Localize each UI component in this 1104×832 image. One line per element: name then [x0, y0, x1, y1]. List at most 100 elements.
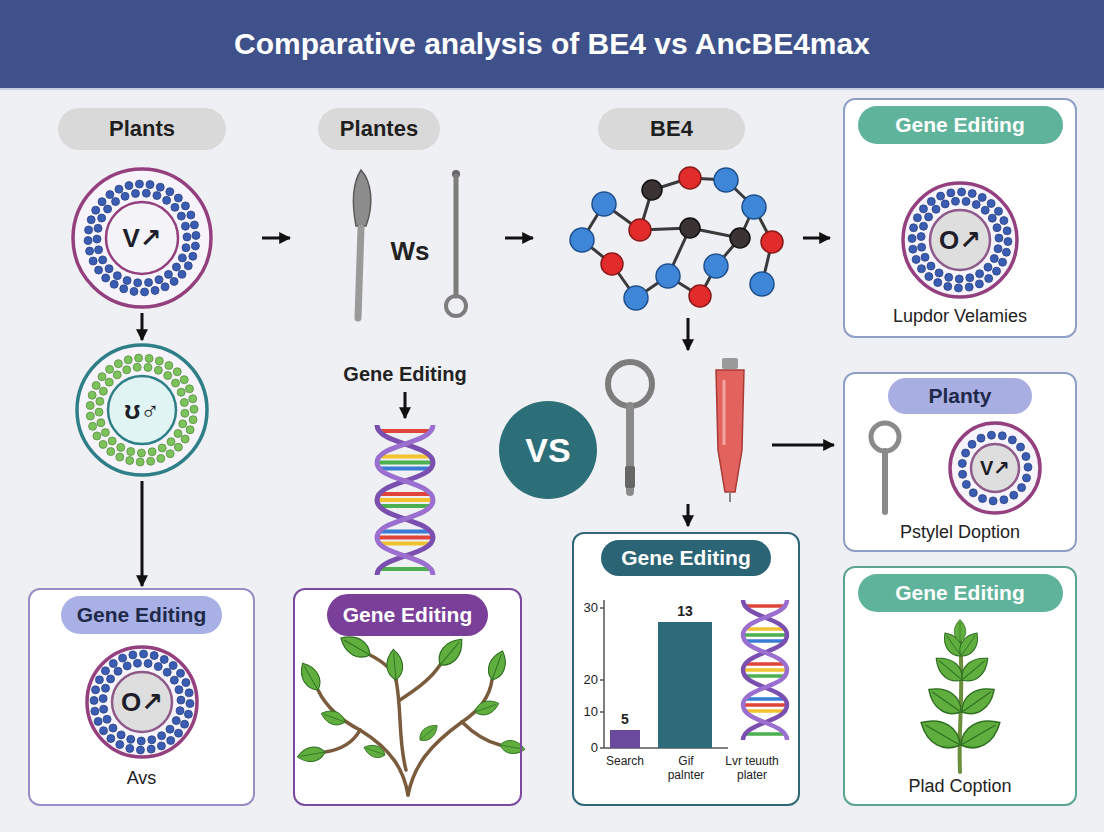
organelle-dot — [182, 244, 190, 252]
organelle-dot — [116, 741, 124, 749]
organelle-dot — [90, 696, 98, 704]
organelle-dot — [1008, 436, 1016, 444]
organelle-dot — [1022, 474, 1030, 482]
organelle-dot — [941, 200, 949, 208]
organelle-dot — [945, 273, 953, 281]
organelle-dot — [99, 387, 107, 395]
vs-label: VS — [525, 431, 570, 470]
panel-heading: Gene Editing — [858, 574, 1063, 612]
axis-tick: 0 — [591, 740, 598, 756]
gnarled-plant — [386, 649, 404, 681]
bar-chart — [603, 600, 605, 748]
organelle-dot — [135, 354, 143, 362]
organelle-dot — [920, 222, 928, 230]
flow-arrow — [141, 481, 144, 586]
title-band — [0, 0, 1104, 88]
dna-helix — [381, 455, 429, 459]
organelle-dot — [947, 189, 955, 197]
organelle-dot — [119, 654, 127, 662]
organelle-dot — [95, 676, 103, 684]
dna-helix — [377, 498, 433, 502]
molecule-model — [656, 264, 680, 288]
dna-helix — [381, 492, 429, 496]
bar-chart — [600, 608, 604, 748]
organelle-dot — [189, 252, 197, 260]
bar-chart — [600, 679, 604, 681]
organelle-dot — [910, 224, 918, 232]
organelle-dot — [89, 257, 97, 265]
dna-helix — [746, 732, 784, 736]
organelle-dot — [985, 274, 993, 282]
planty-probe — [871, 423, 899, 512]
organelle-dot — [918, 243, 926, 251]
organelle-dot — [120, 285, 128, 293]
organelle-dot — [185, 385, 193, 393]
organelle-dot — [93, 432, 101, 440]
bar-value: 5 — [621, 711, 629, 728]
organelle-dot — [87, 216, 95, 224]
organelle-dot — [84, 237, 92, 245]
organelle-dot — [174, 443, 182, 451]
organelle-dot — [156, 183, 164, 191]
panel-heading: Gene Editing — [61, 596, 223, 634]
organelle-dot — [136, 458, 144, 466]
cell-symbol: O↗ — [121, 687, 163, 718]
organelle-dot — [137, 737, 145, 745]
cell-membrane — [87, 647, 197, 757]
organelle-dot — [145, 354, 153, 362]
organelle-dot — [172, 379, 180, 387]
organelle-dot — [101, 667, 109, 675]
organelle-dot — [192, 231, 200, 239]
molecule-model — [689, 285, 711, 307]
molecule-model — [601, 253, 623, 275]
panel-ground — [843, 566, 1077, 806]
organelle-dot — [154, 663, 162, 671]
organelle-dot — [177, 212, 185, 220]
cell-nucleus — [108, 376, 176, 444]
dna-helix — [377, 425, 433, 575]
organelle-dot — [98, 214, 106, 222]
organelle-dot — [147, 745, 155, 753]
organelle-dot — [1022, 452, 1030, 460]
gnarled-plant — [433, 634, 468, 671]
organelle-dot — [175, 686, 183, 694]
organelle-dot — [164, 372, 172, 380]
organelle-dot — [148, 736, 156, 744]
category-pill: Plants — [58, 108, 226, 150]
panel-ground — [843, 372, 1077, 552]
planty-probe — [882, 451, 888, 512]
molecule-model — [570, 167, 783, 310]
organelle-dot — [100, 727, 108, 735]
organelle-dot — [123, 366, 131, 374]
dna-helix — [381, 542, 429, 546]
organelle-dot — [136, 746, 144, 754]
organelle-dot — [184, 262, 192, 270]
organelle-dot — [157, 742, 165, 750]
gnarled-plant — [319, 707, 347, 728]
gnarled-plant — [325, 730, 360, 752]
organelle-dot — [1002, 248, 1010, 256]
organelle-dot — [183, 233, 191, 241]
category-pill: Plantes — [318, 108, 440, 150]
flow-arrow — [404, 392, 407, 418]
sprout-plant — [956, 681, 1000, 720]
organelle-dot — [975, 280, 983, 288]
result-panel: Gene EditingPlad Coption — [843, 566, 1077, 806]
organelle-dot — [934, 279, 942, 287]
molecule-model — [742, 195, 766, 219]
cell-nucleus — [112, 672, 172, 732]
panel-ground — [293, 588, 522, 806]
flow-arrow — [772, 444, 834, 447]
pipette-tool — [716, 358, 744, 502]
organelle-dot — [99, 256, 107, 264]
organelle-dot — [113, 272, 121, 280]
cell-icon: O↗ — [84, 644, 200, 760]
bar-chart — [600, 600, 728, 748]
organelle-dot — [97, 419, 105, 427]
dna-helix — [746, 639, 784, 643]
pill-label: Plantes — [340, 116, 418, 142]
scalpel-tool — [358, 228, 361, 318]
dna-helix — [746, 662, 784, 666]
tool-label: Ws — [391, 236, 430, 267]
page-title: Comparative analysis of BE4 vs AncBE4max — [0, 24, 1104, 64]
